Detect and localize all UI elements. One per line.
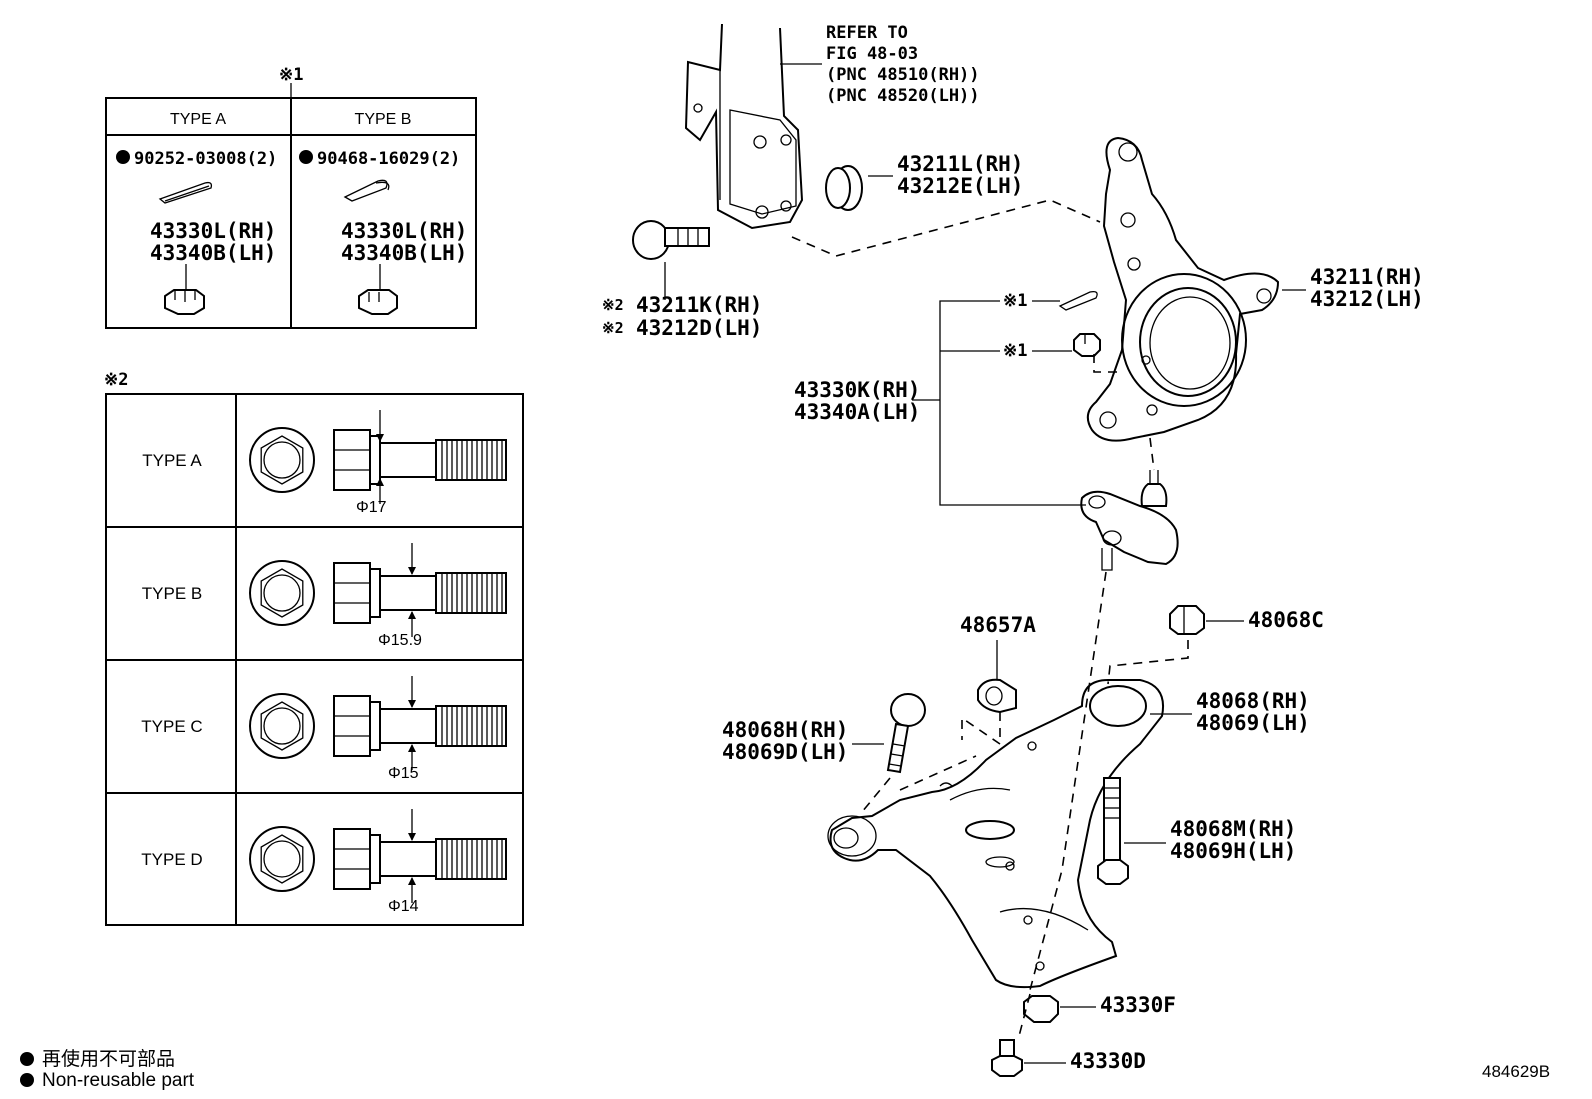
bolt-lh: 43212D(LH): [636, 316, 762, 340]
refer-line-2: FIG 48-03: [826, 44, 918, 64]
diameter-arrow-icon: [408, 543, 416, 637]
refer-line-4: (PNC 48520(LH)): [826, 86, 980, 106]
box2-diameter-label: Φ14: [388, 898, 419, 915]
front-bolt-icon: [886, 693, 926, 774]
legend-jp-text: 再使用不可部品: [42, 1049, 176, 1070]
bolt-rh: 43211K(RH): [636, 293, 762, 317]
dash-line: [791, 199, 1101, 257]
castle-nut-icon: [1073, 333, 1101, 357]
box2-type-label: TYPE A: [142, 451, 202, 470]
dash-line: [861, 777, 891, 813]
knuckle-lh: 43212(LH): [1310, 287, 1424, 311]
bolt-head-face-icon: [249, 427, 315, 493]
legend-en-text: Non-reusable part: [42, 1070, 195, 1091]
dash-line: [1107, 640, 1189, 685]
box2-type-label: TYPE B: [142, 584, 202, 603]
bolt-head-face-icon: [249, 826, 315, 892]
dash-line: [1017, 993, 1031, 1041]
diameter-arrow-icon: [408, 676, 416, 770]
knuckle-rh: 43211(RH): [1310, 265, 1424, 289]
cotter-pin-a-icon: [158, 181, 213, 204]
box1-pin-b: 90468-16029(2): [317, 149, 460, 169]
box1-type-a-label: TYPE A: [170, 111, 226, 128]
box2-type-label: TYPE C: [141, 717, 202, 736]
bushing-lh: 43212E(LH): [897, 174, 1023, 198]
nut-48068c-icon: [1169, 605, 1205, 635]
box1-nut-b-rh: 43330L(RH): [341, 219, 467, 243]
diameter-arrow-icon: [408, 809, 416, 903]
bolt-side-view-icon: [333, 429, 507, 491]
box1-pin-a: 90252-03008(2): [134, 149, 277, 169]
stopper-48657a-icon: [977, 678, 1017, 714]
steering-knuckle-icon: [1086, 136, 1280, 442]
bushing-rh: 43211L(RH): [897, 152, 1023, 176]
a43330f-label: 43330F: [1100, 993, 1176, 1017]
box2-row: TYPE D Φ14: [141, 809, 507, 915]
a43330d-label: 43330D: [1070, 1049, 1146, 1073]
box1-type-b-label: TYPE B: [355, 111, 412, 128]
a48657-label: 48657A: [960, 613, 1036, 637]
leader: [939, 300, 1086, 506]
rearbolt-lh: 48069H(LH): [1170, 839, 1296, 863]
nut-43330f-icon: [1023, 995, 1059, 1023]
a48068c-label: 48068C: [1248, 608, 1324, 632]
strut-bracket-icon: [684, 23, 804, 230]
non-reusable-dot-icon: [20, 1052, 34, 1066]
frontbolt-rh: 48068H(RH): [722, 718, 848, 742]
legend-jp: 再使用不可部品: [20, 1044, 175, 1071]
bolt-side-view-icon: [333, 828, 507, 890]
cotter-pin-b-icon: [343, 179, 390, 202]
nut-mark: ※1: [1003, 341, 1027, 361]
box2-type-label: TYPE D: [141, 850, 202, 869]
rearbolt-rh: 48068M(RH): [1170, 817, 1296, 841]
non-reusable-dot-icon: [20, 1073, 34, 1087]
pin-mark: ※1: [1003, 291, 1027, 311]
bolt-head-face-icon: [249, 560, 315, 626]
box1-nut-a-lh: 43340B(LH): [150, 241, 276, 265]
dash-line: [961, 712, 1001, 746]
refer-line-3: (PNC 48510(RH)): [826, 65, 980, 85]
balljoint-rh: 43330K(RH): [794, 378, 920, 402]
box2-mark: ※2: [104, 370, 128, 390]
frontbolt-lh: 48069D(LH): [722, 740, 848, 764]
strut-bolt-icon: [632, 220, 710, 260]
lower-control-arm-icon: [827, 679, 1164, 989]
non-reusable-dot-icon: [116, 150, 130, 164]
figure-number: 484629B: [1482, 1062, 1551, 1081]
bolt-43330d-icon: [991, 1039, 1023, 1077]
dash-line: [1093, 354, 1122, 373]
box2-diameter-label: Φ17: [356, 499, 387, 516]
castle-nut-a-icon: [164, 289, 205, 315]
box2-row: TYPE C Φ15: [141, 676, 507, 782]
ball-joint-icon: [1080, 470, 1179, 571]
box2-row: TYPE B Φ15.9: [142, 543, 507, 649]
bolt-side-view-icon: [333, 695, 507, 757]
dash-line: [1149, 437, 1155, 471]
box2-diameter-label: Φ15: [388, 765, 419, 782]
legend-en: Non-reusable part: [20, 1070, 194, 1092]
castle-nut-b-icon: [358, 289, 398, 315]
dash-line: [899, 755, 977, 791]
bolt-mark-lh: ※2: [602, 319, 624, 337]
dash-line: [1029, 571, 1107, 991]
bolt-mark-rh: ※2: [602, 296, 624, 314]
box1-nut-b-lh: 43340B(LH): [341, 241, 467, 265]
refer-line-1: REFER TO: [826, 23, 908, 43]
arm-lh: 48069(LH): [1196, 711, 1310, 735]
box2-diameter-label: Φ15.9: [378, 632, 422, 649]
balljoint-lh: 43340A(LH): [794, 400, 920, 424]
box1-mark: ※1: [279, 65, 303, 85]
bushing-icon: [825, 165, 863, 211]
cotter-pin-icon: [1058, 290, 1098, 311]
box1-nut-a-rh: 43330L(RH): [150, 219, 276, 243]
diameter-arrow-icon: [376, 410, 384, 504]
non-reusable-dot-icon: [299, 150, 313, 164]
arm-rh: 48068(RH): [1196, 689, 1310, 713]
bolt-head-face-icon: [249, 693, 315, 759]
bolt-side-view-icon: [333, 562, 507, 624]
box2-row: TYPE A Φ17: [142, 410, 507, 516]
rear-bolt-icon: [1097, 777, 1129, 885]
